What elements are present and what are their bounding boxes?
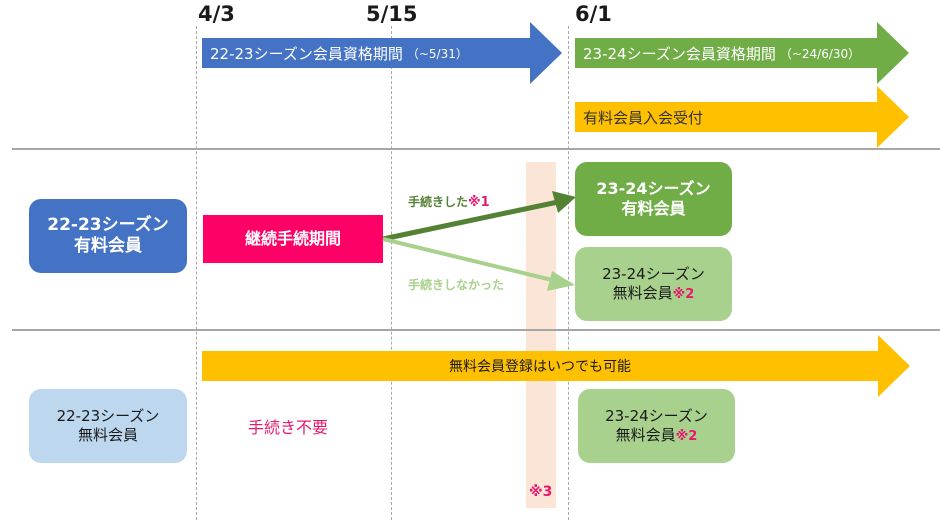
band-divider-top [12, 148, 940, 150]
transition-period-column [526, 162, 556, 508]
season-22-23-period-label: 22-23シーズン会員資格期間 [210, 44, 403, 63]
paid-member-22-23-season: 22-23シーズン [47, 214, 169, 235]
free-member-23-24-season: 23-24シーズン [602, 265, 705, 283]
free-signup-anytime-arrow: 無料会員登録はいつでも可能 [202, 335, 910, 397]
not-renewed-label: 手続きしなかった [408, 278, 505, 292]
date-label-4-3: 4/3 [198, 2, 235, 26]
free-member-23-24-season-2: 23-24シーズン [605, 407, 708, 425]
paid-member-22-23-type: 有料会員 [74, 236, 142, 256]
paid-member-23-24-season: 23-24シーズン [596, 179, 711, 198]
no-procedure-label: 手続き不要 [248, 418, 329, 437]
free-member-22-23-season: 22-23シーズン [56, 407, 160, 426]
transition-note-ref: ※3 [529, 484, 553, 500]
date-label-6-1: 6/1 [575, 2, 612, 26]
free-member-23-24-box: 23-24シーズン 無料会員※2 [578, 389, 735, 463]
date-label-5-15: 5/15 [366, 2, 418, 26]
free-member-23-24-type: 無料会員 [612, 283, 673, 302]
renewed-label: 手続きした※1 [408, 195, 490, 210]
season-22-23-period-end: （~5/31） [406, 46, 468, 61]
season-23-24-period-arrow: 23-24シーズン会員資格期間 （~24/6/30） [575, 22, 909, 84]
season-23-24-period-label: 23-24シーズン会員資格期間 [583, 44, 776, 63]
guide-line-4-3 [196, 26, 197, 520]
renewed-note-ref: ※1 [468, 195, 490, 210]
renewal-period-label: 継続手続期間 [244, 229, 341, 248]
paid-signup-label: 有料会員入会受付 [583, 108, 704, 127]
free-member-22-23-type: 無料会員 [77, 426, 138, 444]
band-divider-bottom [12, 329, 940, 331]
paid-member-23-24-box: 23-24シーズン 有料会員 [575, 162, 732, 236]
not-renewed-arrow [382, 237, 575, 291]
branch-arrows [382, 191, 576, 291]
free-member-23-24-box-from-paid: 23-24シーズン 無料会員※2 [575, 247, 732, 321]
season-23-24-period-end: （~24/6/30） [779, 46, 861, 61]
paid-member-22-23-box: 22-23シーズン 有料会員 [29, 199, 187, 273]
season-22-23-period-arrow: 22-23シーズン会員資格期間 （~5/31） [202, 22, 562, 84]
paid-signup-arrow: 有料会員入会受付 [575, 86, 909, 148]
paid-member-23-24-type: 有料会員 [621, 199, 686, 218]
free-member-note-ref: ※2 [672, 286, 695, 302]
free-member-note-ref-2: ※2 [675, 428, 698, 444]
renewed-arrow [382, 191, 576, 242]
guide-line-5-15 [391, 26, 392, 520]
free-member-22-23-box: 22-23シーズン 無料会員 [29, 389, 187, 463]
guide-line-6-1 [568, 26, 569, 520]
free-member-23-24-type-2: 無料会員 [615, 425, 676, 444]
free-signup-anytime-label: 無料会員登録はいつでも可能 [449, 359, 631, 375]
renewal-period-box: 継続手続期間 [203, 215, 383, 263]
